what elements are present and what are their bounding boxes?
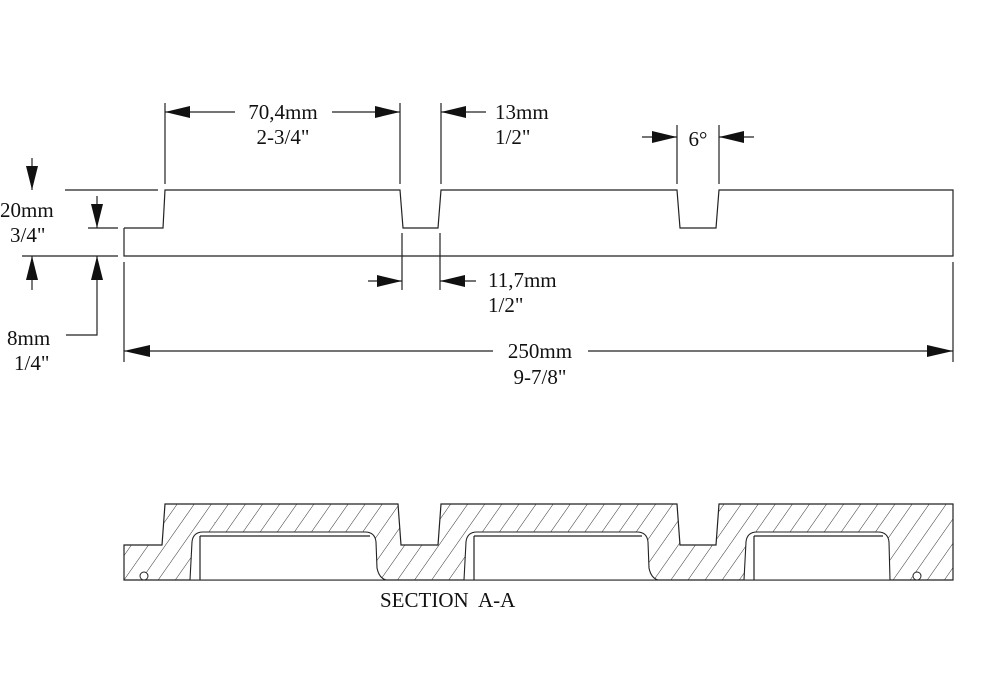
- dim-width-mm: 70,4mm: [248, 100, 317, 124]
- dim-base-in: 1/4": [14, 351, 49, 375]
- dimension-width: 70,4mm 2-3/4": [165, 100, 400, 149]
- dimension-height: 20mm 3/4": [0, 158, 54, 290]
- cavity: [463, 531, 659, 581]
- cavity: [743, 531, 891, 581]
- dim-base-mm: 8mm: [7, 326, 50, 350]
- section-label: SECTION A-A: [380, 588, 516, 612]
- dim-gap-top-mm: 13mm: [495, 100, 549, 124]
- dim-gap-bottom-in: 1/2": [488, 293, 523, 317]
- dim-angle: 6°: [689, 127, 708, 151]
- dimension-gap-bottom: 11,7mm 1/2": [368, 268, 557, 317]
- cavity: [189, 531, 387, 581]
- dimension-gap-top: 13mm 1/2": [441, 100, 549, 149]
- dimension-total: 250mm 9-7/8": [124, 339, 953, 389]
- extension-lines: [22, 103, 954, 362]
- dim-total-in: 9-7/8": [514, 365, 567, 389]
- dimension-angle: 6°: [642, 127, 754, 151]
- dim-gap-top-in: 1/2": [495, 125, 530, 149]
- dim-height-in: 3/4": [10, 223, 45, 247]
- dimension-base: 8mm 1/4": [7, 196, 103, 375]
- dim-height-mm: 20mm: [0, 198, 54, 222]
- dim-gap-bottom-mm: 11,7mm: [488, 268, 557, 292]
- dim-total-mm: 250mm: [508, 339, 572, 363]
- profile-outline: [123, 189, 954, 257]
- section-a-a: SECTION A-A: [123, 503, 954, 612]
- dim-width-in: 2-3/4": [257, 125, 310, 149]
